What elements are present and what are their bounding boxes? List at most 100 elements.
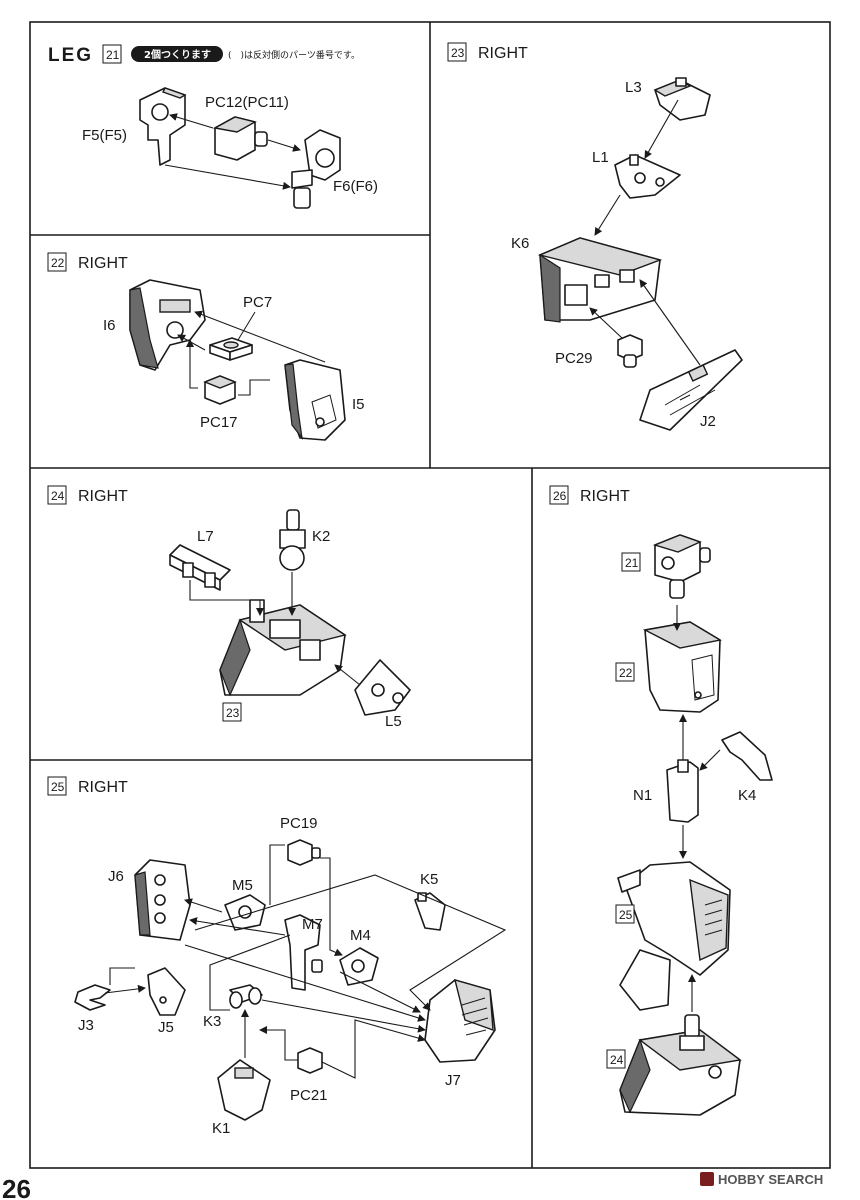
step-number-box (549, 485, 569, 505)
step-side-label: RIGHT (78, 779, 128, 796)
part-j5-drawing (147, 967, 186, 1016)
opposite-side-note: ( )は反対側のパーツ番号です。 (228, 49, 360, 61)
label-j7: J7 (445, 1072, 461, 1089)
part-j2-drawing (639, 349, 743, 431)
quantity-badge-label: 2個つくります (144, 48, 211, 61)
part-k3-drawing (229, 984, 263, 1009)
section-title: LEG (48, 45, 93, 66)
step-number-box (102, 44, 122, 64)
part-pc12-drawing (212, 116, 268, 161)
label-j3: J3 (78, 1017, 94, 1034)
watermark-logo-icon (700, 1172, 714, 1186)
part-k1-drawing (217, 1059, 271, 1121)
ref-assembly-24-box (606, 1049, 626, 1069)
ref-assembly-25-box (615, 904, 635, 924)
assembly-21-drawing (652, 534, 711, 599)
part-i6-drawing (129, 279, 206, 371)
ref-assembly-21-box (621, 552, 641, 572)
label-pc29: PC29 (555, 350, 593, 367)
part-i5-drawing (284, 359, 346, 441)
step-number: 24 (51, 489, 65, 503)
step-number-box (47, 776, 67, 796)
label-l3: L3 (625, 79, 642, 96)
label-m5: M5 (232, 877, 253, 894)
part-pc19-drawing (287, 839, 321, 866)
label-k6: K6 (511, 235, 529, 252)
label-j6: J6 (108, 868, 124, 885)
part-k6-drawing (537, 237, 663, 323)
label-i5: I5 (352, 396, 365, 413)
step-number-box (47, 252, 67, 272)
label-l7: L7 (197, 528, 214, 545)
part-l3-drawing (653, 77, 711, 121)
part-m5-drawing (224, 894, 266, 931)
part-f6-drawing (291, 129, 341, 209)
part-pc7-drawing (209, 337, 253, 361)
step-23-panel: 23 RIGHT (447, 42, 743, 431)
part-pc17-drawing (203, 375, 237, 405)
quantity-badge (131, 46, 223, 62)
label-m4: M4 (350, 927, 371, 944)
ref-assembly-23-box (222, 702, 242, 722)
label-pc7: PC7 (243, 294, 272, 311)
part-f5-drawing (139, 87, 187, 166)
label-pc21: PC21 (290, 1087, 328, 1104)
part-l1-drawing (614, 154, 681, 199)
step-number-box (447, 42, 467, 62)
part-k5-drawing (414, 892, 446, 931)
label-pc19: PC19 (280, 815, 318, 832)
part-k4-drawing (721, 731, 773, 781)
step-25-panel: 25 RIGHT (47, 776, 507, 1137)
ref-assembly-21: 21 (625, 556, 639, 570)
label-j5: J5 (158, 1019, 174, 1036)
ref-assembly-25: 25 (619, 908, 633, 922)
step-24-panel: 24 RIGHT (47, 485, 411, 730)
step-26-panel: 26 RIGHT (549, 485, 773, 1116)
label-j2: J2 (700, 413, 716, 430)
part-m4-drawing (339, 947, 379, 986)
part-j6-drawing (134, 859, 191, 941)
ref-assembly-24: 24 (610, 1053, 624, 1067)
assembly-22-drawing (642, 621, 722, 713)
step-21-panel: LEG 21 2個つくります ( )は反対側のパーツ番号です。 PC12(PC1… (48, 44, 378, 209)
step-22-panel: 22 RIGHT PC7 (47, 252, 365, 441)
step-side-label: RIGHT (478, 45, 528, 62)
label-l5: L5 (385, 713, 402, 730)
label-k3: K3 (203, 1013, 221, 1030)
step-side-label: RIGHT (78, 488, 128, 505)
watermark-text: HOBBY SEARCH (718, 1172, 823, 1187)
label-k1: K1 (212, 1120, 230, 1137)
label-f6: F6(F6) (333, 178, 378, 195)
label-k4: K4 (738, 787, 756, 804)
part-l5-drawing (354, 659, 411, 716)
step-side-label: RIGHT (580, 488, 630, 505)
part-m7-drawing (284, 914, 323, 991)
step-number-box (47, 485, 67, 505)
label-l1: L1 (592, 149, 609, 166)
part-pc29-drawing (617, 334, 643, 368)
label-pc12: PC12(PC11) (205, 94, 289, 111)
label-n1: N1 (633, 787, 652, 804)
part-pc21-drawing (297, 1047, 323, 1074)
ref-assembly-22-box (615, 662, 635, 682)
watermark: HOBBY SEARCH (700, 1172, 823, 1187)
label-f5: F5(F5) (82, 127, 127, 144)
step-number: 21 (106, 48, 120, 62)
label-m7: M7 (302, 916, 323, 933)
part-j7-drawing (424, 978, 496, 1063)
step-number: 26 (553, 489, 567, 503)
assembly-23-drawing (219, 599, 347, 697)
part-j3-drawing (74, 984, 111, 1011)
ref-assembly-23: 23 (226, 706, 240, 720)
step-number: 25 (51, 780, 65, 794)
step-number: 23 (451, 46, 465, 60)
part-l7-drawing (169, 544, 231, 591)
assembly-25-drawing (617, 861, 731, 1011)
label-k2: K2 (312, 528, 330, 545)
step-number: 22 (51, 256, 65, 270)
part-n1-drawing (666, 759, 699, 823)
step-side-label: RIGHT (78, 255, 128, 272)
page-number: 26 (2, 1174, 31, 1200)
label-pc17: PC17 (200, 414, 238, 431)
